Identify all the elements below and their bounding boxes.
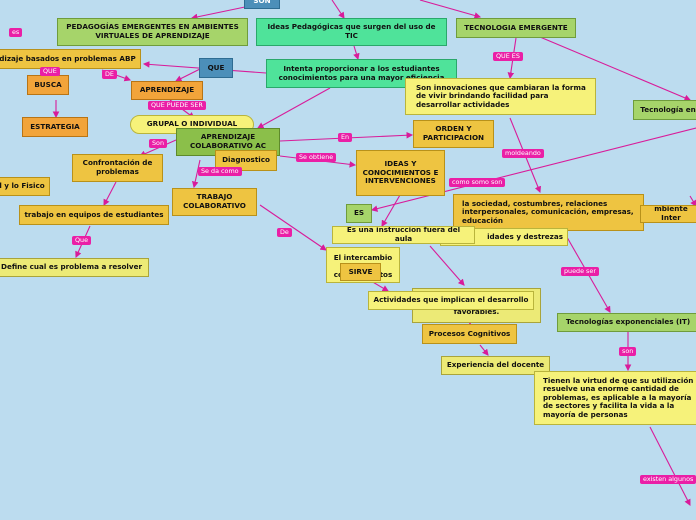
node-tecnologia-emergente[interactable]: TECNOLOGIA EMERGENTE [456,18,576,38]
node-fisico[interactable]: l y lo Fisico [0,177,50,196]
node-orden-participacion[interactable]: ORDEN Y PARTICIPACION [413,120,494,148]
label-de: DE [102,70,117,79]
node-son-top[interactable]: SON [244,0,280,9]
label-que-es: QUE ES [493,52,523,61]
label-que-lower: Que [72,236,92,245]
label-puede-ser: puede ser [561,267,599,276]
label-es: es [9,28,23,37]
node-abp[interactable]: dizaje basados en problemas ABP [0,49,141,69]
node-diagnostico[interactable]: Diagnostico [215,150,277,171]
node-define-problema[interactable]: Define cual es problema a resolver [0,258,149,277]
node-tecnologia-en[interactable]: Tecnología en [633,100,696,120]
node-virtud[interactable]: Tienen la virtud de que su utilización r… [534,371,696,425]
node-procesos-cognitivos[interactable]: Procesos Cognitivos [422,324,517,344]
label-se-da-como: Se da como [198,167,242,176]
node-ideas-conocimientos[interactable]: IDEAS Y CONOCIMIENTOS E INTERVENCIONES [356,150,445,196]
node-es[interactable]: ES [346,204,372,223]
label-son: Son [149,139,168,148]
node-confrontacion[interactable]: Confrontación de problemas [72,154,163,182]
node-tecnologias-exponenciales[interactable]: Tecnologías exponenciales (IT) [557,313,696,332]
node-instruccion-fuera-aula[interactable]: Es una instruccion fuera del aula [332,226,475,244]
node-ambiente-inter[interactable]: mbiente Inter [640,205,696,223]
node-ideas-pedagogicas[interactable]: Ideas Pedagógicas que surgen del uso de … [256,18,447,46]
label-como-somo-son: como somo son [449,178,506,187]
node-actividades[interactable]: Actividades que implican el desarrollo [368,291,534,310]
label-que-puede-ser: QUE PUEDE SER [148,101,206,110]
label-son-lower: son [619,347,637,356]
node-busca[interactable]: BUSCA [27,75,69,95]
node-experiencia-docente[interactable]: Experiencia del docente [441,356,550,375]
node-aprendizaje[interactable]: APRENDIZAJE [131,81,203,100]
node-estrategia[interactable]: ESTRATEGIA [22,117,88,137]
label-que-small: QUE [40,67,60,76]
label-de-lower: De [277,228,292,237]
node-trabajo-colaborativo[interactable]: TRABAJO COLABORATIVO [172,188,257,216]
label-existen-algunos: existen algunos [640,475,696,484]
label-se-obtiene: Se obtiene [296,153,337,162]
label-moldeando: moldeando [502,149,544,158]
node-innovaciones[interactable]: Son innovaciones que cambiaran la forma … [405,78,596,115]
label-en: En [338,133,353,142]
node-pedagogias-emergentes[interactable]: PEDAGOGÍAS EMERGENTES EN AMBIENTES VIRTU… [57,18,248,46]
node-que[interactable]: QUE [199,58,233,78]
node-sociedad[interactable]: la sociedad, costumbres, relaciones inte… [453,194,644,231]
node-sirve[interactable]: SIRVE [340,263,381,281]
node-trabajo-equipos[interactable]: trabajo en equipos de estudiantes [19,205,169,225]
